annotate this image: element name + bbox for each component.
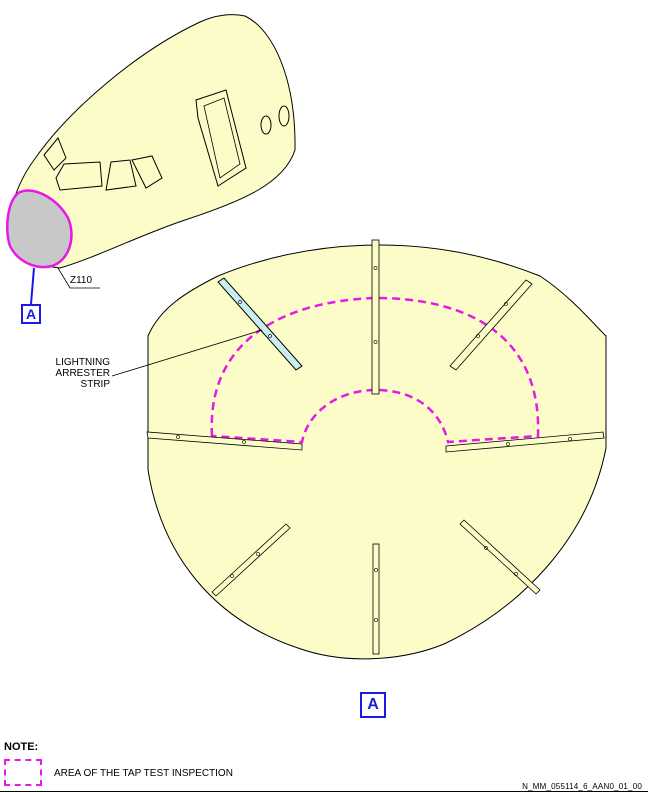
strip-upper-left-highlighted [217, 277, 303, 371]
crew-door [195, 89, 247, 187]
tap-test-area [210, 296, 540, 444]
legend-text: AREA OF THE TAP TEST INSPECTION [54, 768, 233, 779]
strip-bottom-vertical [372, 543, 380, 655]
callout-leader-line [30, 267, 35, 305]
zone-label: Z110 [70, 275, 93, 286]
cockpit-window-3 [105, 159, 137, 191]
radome-area [6, 189, 73, 269]
strip-top-vertical [371, 239, 380, 395]
strip-right-horizontal [445, 431, 605, 453]
strip-label-line-3: STRIP [80, 379, 110, 390]
cockpit-window-2 [55, 161, 103, 191]
cockpit-window-4 [131, 155, 163, 189]
cockpit-window-1 [43, 137, 67, 171]
drawing-id: N_MM_055114_6_AAN0_01_00 [522, 782, 642, 791]
strip-label-leader [111, 329, 263, 377]
strip-label-line-2: ARRESTER [55, 368, 110, 379]
zone-leader-line [57, 267, 100, 289]
strip-upper-right [449, 279, 533, 371]
view-callout-small[interactable]: A [21, 304, 41, 324]
legend-dashed-box [4, 759, 42, 786]
strip-lower-right [459, 519, 541, 595]
strip-left-horizontal [146, 431, 303, 451]
radome-disc [147, 244, 607, 660]
crew-door-inner [203, 97, 241, 179]
aircraft-nose-view [6, 14, 296, 305]
view-callout-large: A [360, 692, 386, 718]
cabin-window-1 [260, 115, 272, 135]
lightning-arrester-strip-label: LIGHTNING ARRESTER STRIP [30, 357, 110, 390]
strip-label-line-1: LIGHTNING [55, 357, 110, 368]
note-title: NOTE: [4, 741, 39, 753]
cabin-window-2 [278, 105, 290, 127]
strip-lower-left [211, 523, 291, 597]
detail-view-a [111, 239, 607, 660]
